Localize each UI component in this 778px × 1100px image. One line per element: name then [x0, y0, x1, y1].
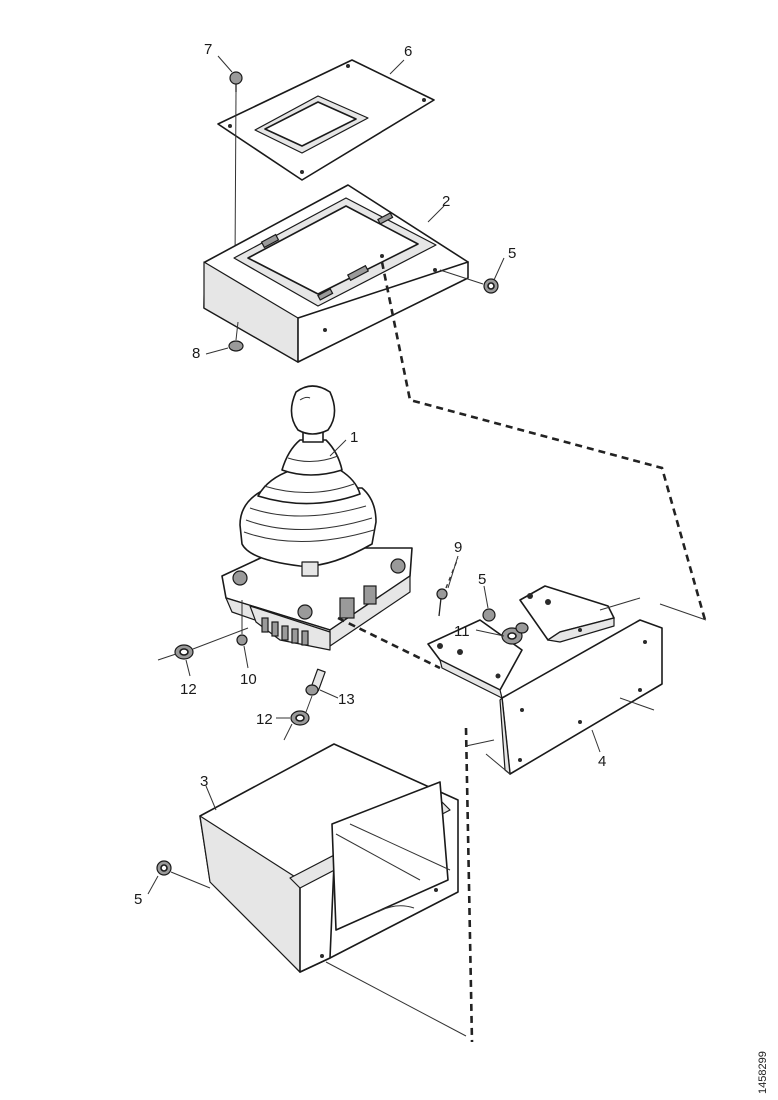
- callout-12-lower: 12: [256, 711, 273, 728]
- part-5-nut-lower: [156, 860, 211, 889]
- assembly-path-middle: [337, 616, 441, 670]
- part-6-gasket-plate: [217, 59, 435, 181]
- part-5-nut-middle: [482, 608, 496, 622]
- callout-8: 8: [192, 345, 200, 362]
- catalog-code: 1458299: [757, 1051, 769, 1094]
- callout-1: 1: [350, 429, 358, 446]
- callouts: 7 6 2 5 8 1 9 5 11 12 10 13 12 4 3 5: [134, 41, 606, 908]
- part-10-washer: [236, 600, 248, 646]
- callout-5-lower: 5: [134, 891, 142, 908]
- callout-13: 13: [338, 691, 355, 708]
- part-4-mounting-bracket: [427, 585, 707, 775]
- callout-4: 4: [598, 753, 606, 770]
- assembly-path-lower: [325, 727, 495, 1043]
- callout-3: 3: [200, 773, 208, 790]
- callout-6: 6: [404, 43, 412, 60]
- part-13-connector: [305, 668, 326, 696]
- part-11-fitting: [501, 622, 529, 645]
- part-12-grommet-left: [157, 627, 249, 661]
- callout-2: 2: [442, 193, 450, 210]
- part-7-screw: [229, 71, 243, 266]
- callout-5-upper: 5: [508, 245, 516, 262]
- callout-7: 7: [204, 41, 212, 58]
- part-3-lower-cover: [199, 743, 459, 973]
- part-5-nut-upper: [439, 269, 499, 294]
- callout-11: 11: [454, 623, 470, 640]
- callout-9: 9: [454, 539, 462, 556]
- part-1-joystick: [221, 385, 413, 651]
- leader-lines: [147, 55, 601, 895]
- callout-5-middle: 5: [478, 571, 486, 588]
- assembly-path-upper: [380, 261, 707, 621]
- part-12-grommet-lower: [283, 695, 313, 741]
- callout-10: 10: [240, 671, 257, 688]
- part-2-console-housing: [203, 184, 469, 363]
- part-8-clip: [228, 321, 244, 352]
- callout-12-left: 12: [180, 681, 197, 698]
